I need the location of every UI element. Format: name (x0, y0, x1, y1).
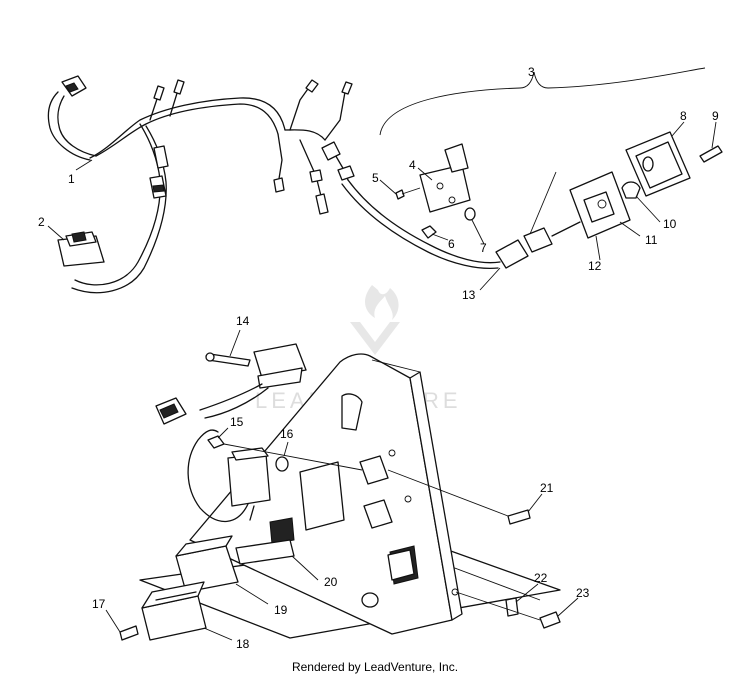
bulb (621, 181, 641, 199)
callout-22: 22 (534, 571, 548, 585)
taillight-bracket (419, 143, 471, 213)
mounting-panel (139, 353, 561, 639)
bolt (507, 509, 531, 525)
callout-19: 19 (274, 603, 288, 617)
taillight-lens-base (569, 171, 631, 239)
callout-18: 18 (236, 637, 250, 651)
rivet (539, 611, 561, 629)
clip (505, 597, 519, 617)
callout-16: 16 (280, 427, 294, 441)
watermark-logo (350, 285, 400, 355)
callout-12: 12 (588, 259, 602, 273)
callout-bracket-3 (379, 67, 706, 136)
coil-washer (275, 456, 289, 472)
callout-8: 8 (680, 109, 687, 123)
callout-10: 10 (663, 217, 677, 231)
taillight-lens (625, 131, 691, 197)
footer-credit: Rendered by LeadVenture, Inc. (291, 660, 459, 674)
callout-4: 4 (409, 158, 416, 172)
callout-labels: 1 2 3 4 5 6 7 8 9 10 11 12 13 14 15 16 1… (38, 65, 719, 651)
callout-9: 9 (712, 109, 719, 123)
callout-11: 11 (645, 233, 658, 247)
callout-14: 14 (236, 314, 250, 328)
coil-nut (207, 435, 225, 449)
callout-5: 5 (372, 171, 379, 185)
washer (464, 207, 476, 221)
ignition-coil (187, 429, 363, 523)
callout-23: 23 (576, 586, 590, 600)
regulator-body (175, 535, 295, 593)
callout-21: 21 (540, 481, 554, 495)
callout-7: 7 (480, 241, 487, 255)
callout-2: 2 (38, 215, 45, 229)
cover-screw (119, 625, 139, 641)
regulator-cover (141, 581, 207, 641)
callout-20: 20 (324, 575, 338, 589)
callout-13: 13 (462, 288, 476, 302)
screw (395, 189, 405, 200)
cdi-module (155, 343, 307, 425)
leader-lines (47, 121, 717, 641)
wiring-harness (47, 75, 501, 294)
wire-connector (495, 171, 581, 269)
callout-3: 3 (528, 65, 535, 79)
callout-6: 6 (448, 237, 455, 251)
nut (421, 225, 437, 239)
callout-15: 15 (230, 415, 244, 429)
switch (57, 231, 105, 267)
callout-1: 1 (68, 172, 75, 186)
callout-17: 17 (92, 597, 106, 611)
lens-screw (699, 145, 723, 163)
